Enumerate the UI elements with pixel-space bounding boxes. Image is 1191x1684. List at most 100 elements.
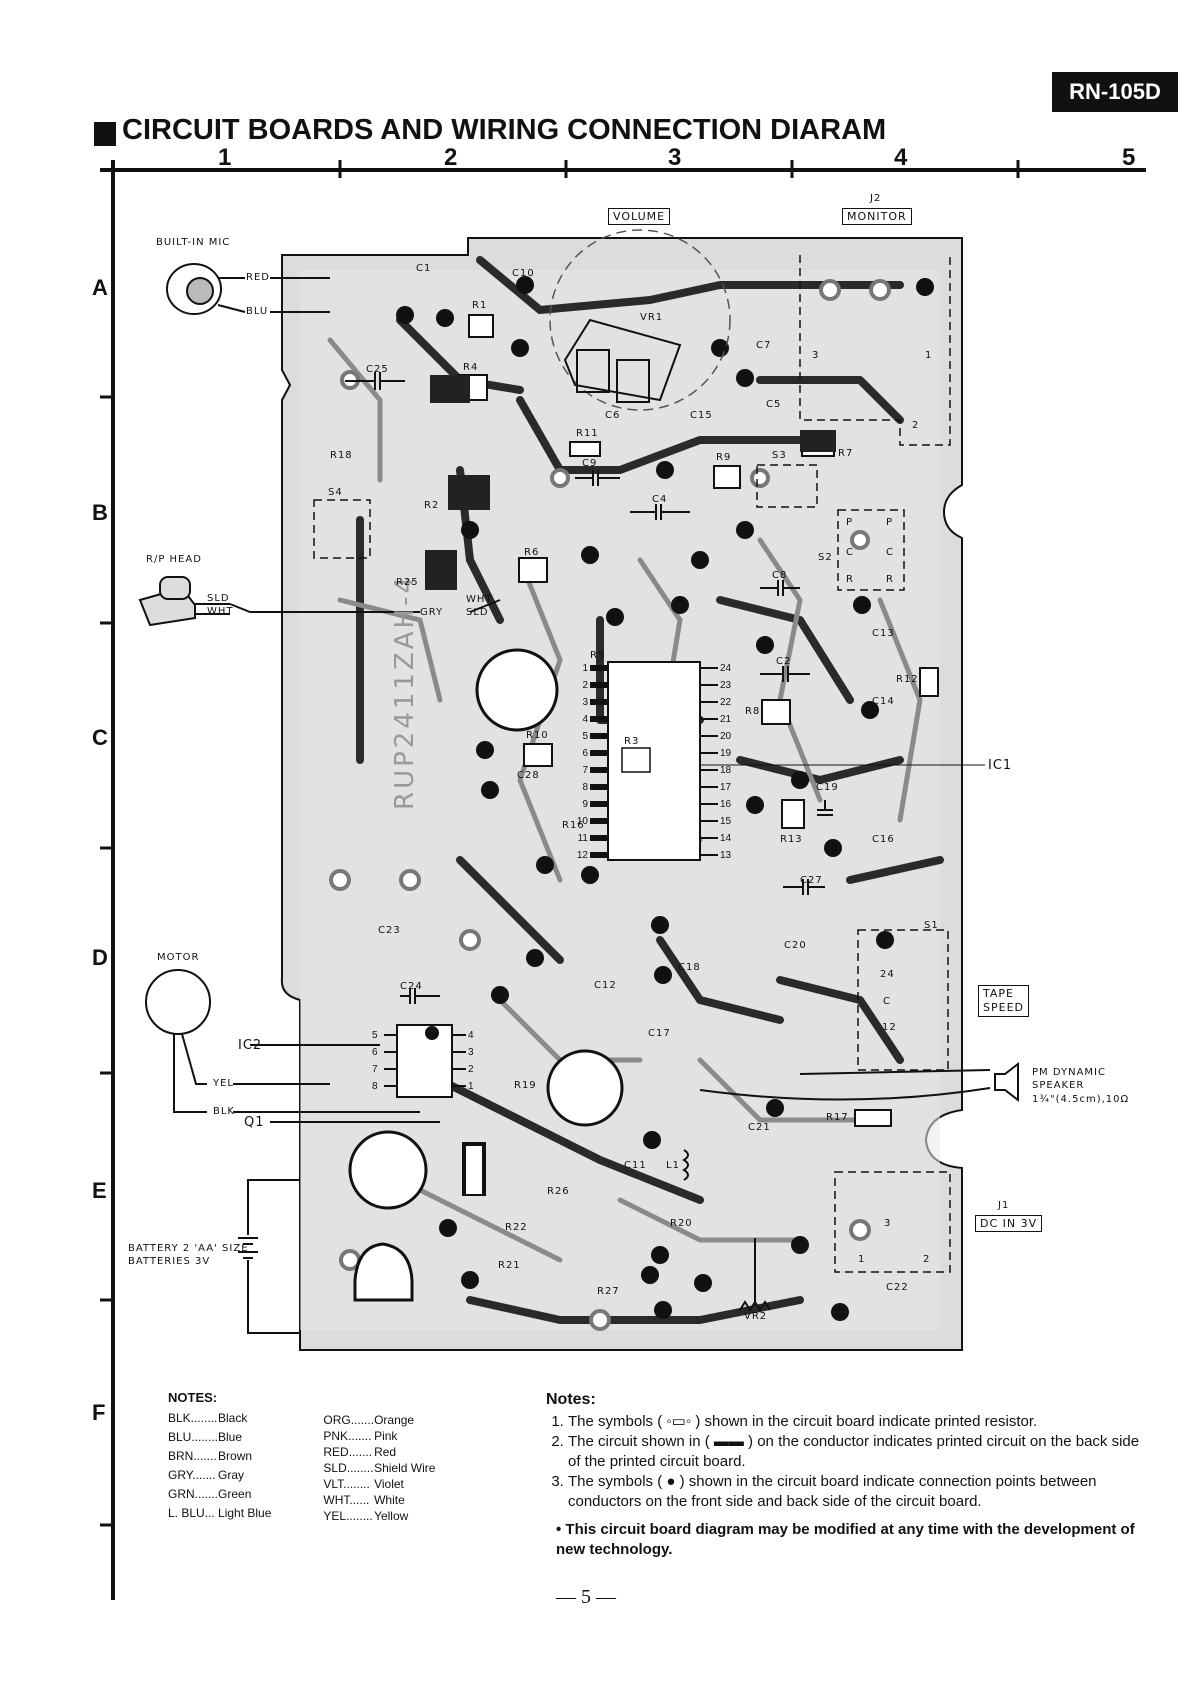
board-notes: Notes: The symbols ( ◦▭◦ ) shown in the … — [546, 1390, 1146, 1560]
color-name: Violet — [374, 1477, 404, 1491]
s2-contact: R — [886, 574, 894, 585]
color-code: ORG....... — [323, 1413, 375, 1427]
ref-c5: C5 — [766, 399, 782, 410]
ref-s2: S2 — [818, 552, 833, 563]
title-bullet — [94, 122, 116, 146]
notes-heading: NOTES: — [168, 1390, 218, 1405]
grid-column-4: 4 — [894, 144, 908, 171]
dark-components — [425, 375, 836, 590]
ref-c23: C23 — [378, 925, 401, 936]
ic1-pin: 1 — [582, 663, 588, 674]
ic1-pin: 14 — [720, 833, 732, 844]
ref-r26: R26 — [547, 1186, 570, 1197]
vr2-pot — [739, 1238, 771, 1312]
ref-r8: R8 — [745, 706, 761, 717]
ic1-pin: 5 — [582, 731, 588, 742]
mic-wire-red: RED — [246, 272, 270, 283]
battery-label-line1: BATTERY 2 'AA' SIZE — [128, 1243, 249, 1254]
ic1-pin: 18 — [720, 765, 732, 776]
board-wire-gry: GRY — [420, 607, 444, 618]
ic1-pin: 2 — [582, 680, 588, 691]
ref-c1: C1 — [416, 263, 432, 274]
dc-in-label: DC IN 3V — [975, 1215, 1043, 1232]
speaker — [699, 1061, 1019, 1103]
color-code: BRN....... — [168, 1449, 217, 1463]
color-code: GRN....... — [168, 1487, 219, 1501]
j2-terminal: 3 — [812, 350, 820, 361]
notes-right-heading: Notes: — [546, 1391, 596, 1408]
ref-c8: C8 — [772, 570, 788, 581]
color-column-2: ORG.......Orange PNK.......Pink RED.....… — [323, 1412, 435, 1524]
ref-c7: C7 — [756, 340, 772, 351]
color-code: RED....... — [323, 1445, 373, 1459]
color-name: White — [374, 1493, 405, 1507]
ic2-pin: 2 — [468, 1064, 474, 1075]
note-item: The symbols ( ◦▭◦ ) shown in the circuit… — [568, 1412, 1146, 1432]
ic2-left-pins: 5 6 7 8 — [372, 1027, 378, 1095]
page-number: — 5 — — [556, 1586, 616, 1608]
ic1-left-pins: 1 2 3 4 5 6 7 8 9 10 11 12 — [574, 660, 588, 864]
ref-r1: R1 — [472, 300, 488, 311]
ic1-right-pins: 24 23 22 21 20 19 18 17 16 15 14 13 — [720, 660, 731, 864]
ref-c11: C11 — [624, 1160, 647, 1171]
dc-in-jack-ref: J1 — [998, 1200, 1010, 1211]
j2-terminal: 1 — [925, 350, 933, 361]
vias — [396, 276, 934, 1321]
board-wire-wht: WHT — [466, 594, 493, 605]
rp-head-wire-wht: WHT — [207, 606, 234, 617]
s2-contact: P — [886, 517, 894, 528]
s2-contact: P — [846, 517, 854, 528]
color-columns: BLK........Black BLU........Blue BRN....… — [168, 1410, 435, 1524]
ic1-pin: 9 — [582, 799, 588, 810]
motor-wire-blk: BLK — [213, 1106, 235, 1117]
rp-head-label: R/P HEAD — [146, 554, 202, 565]
s1-position: C — [883, 996, 891, 1007]
ref-r19: R19 — [514, 1080, 537, 1091]
grid-column-5: 5 — [1122, 144, 1136, 171]
ic1-pin: 23 — [720, 680, 732, 691]
motor-label: MOTOR — [157, 952, 200, 963]
monitor-label: MONITOR — [842, 208, 912, 225]
ref-r5: R5 — [590, 650, 606, 661]
ref-c12: C12 — [594, 980, 617, 991]
color-code: PNK....... — [323, 1429, 372, 1443]
color-name: Red — [374, 1445, 397, 1459]
page-title: CIRCUIT BOARDS AND WIRING CONNECTION DIA… — [122, 114, 887, 146]
ic1-pin: 4 — [582, 714, 588, 725]
ic1-pin: 8 — [582, 782, 588, 793]
ref-s3: S3 — [772, 450, 787, 461]
color-code: L. BLU... — [168, 1506, 215, 1520]
ic2-pin: 4 — [468, 1030, 474, 1041]
grid-column-2: 2 — [444, 144, 458, 171]
wire-color-notes: NOTES: BLK........Black BLU........Blue … — [168, 1390, 435, 1524]
ref-r18: R18 — [330, 450, 353, 461]
rp-head — [138, 576, 501, 627]
color-code: SLD........ — [323, 1461, 374, 1475]
ic2-pin: 8 — [372, 1081, 378, 1092]
battery-label-line2: BATTERIES 3V — [128, 1256, 211, 1267]
board-wire-sld: SLD — [466, 607, 489, 618]
ref-vr2: VR2 — [744, 1311, 768, 1322]
color-name: Yellow — [374, 1509, 409, 1523]
grid-row-E: E — [92, 1178, 107, 1203]
inductor-l1 — [682, 1149, 689, 1181]
ref-r2: R2 — [424, 500, 440, 511]
j1-terminal: 1 — [858, 1254, 866, 1265]
ref-s4: S4 — [328, 487, 343, 498]
ref-c10: C10 — [512, 268, 535, 279]
ref-r4: R4 — [463, 362, 479, 373]
ic1-pin: 21 — [720, 714, 732, 725]
ic1-pin: 24 — [720, 663, 732, 674]
tape-speed-line2: SPEED — [983, 1001, 1024, 1014]
color-name: Green — [218, 1487, 252, 1501]
color-code: BLK........ — [168, 1411, 218, 1425]
ref-c28: C28 — [517, 770, 540, 781]
mic-wire-blu: BLU — [246, 306, 269, 317]
ref-r17: R17 — [826, 1112, 849, 1123]
color-code: GRY....... — [168, 1468, 216, 1482]
ic1-pin: 20 — [720, 731, 732, 742]
mounting-holes — [348, 648, 624, 1302]
s2-contact: R — [846, 574, 854, 585]
ic2-pin: 7 — [372, 1064, 378, 1075]
